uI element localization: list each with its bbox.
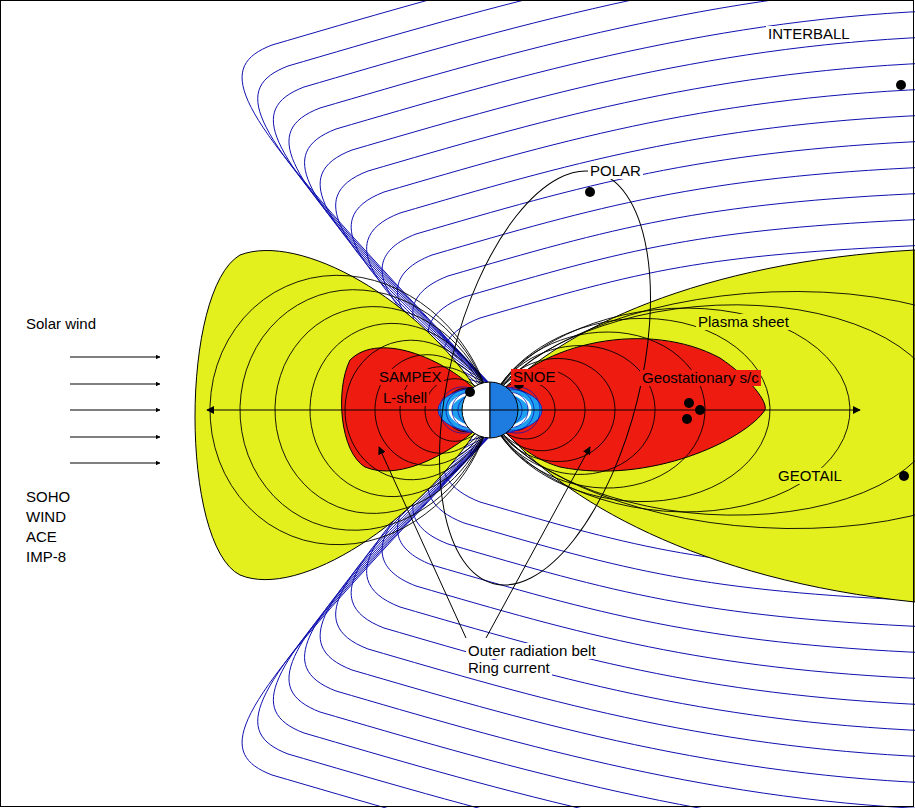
diagram-label: Geostationary s/c	[640, 370, 761, 386]
belt-leader-lines	[379, 447, 590, 638]
diagram-label: INTERBALL	[766, 26, 852, 42]
diagram-label: WIND	[24, 509, 68, 525]
solar-wind-arrows	[70, 357, 160, 463]
diagram-label: Ring current	[466, 660, 552, 676]
diagram-label: Outer radiation belt	[466, 643, 598, 659]
diagram-label: L-shell	[381, 390, 429, 406]
open-field-lines	[242, 0, 915, 808]
diagram-label: GEOTAIL	[776, 468, 844, 484]
diagram-label: POLAR	[588, 163, 643, 179]
diagram-label: Plasma sheet	[696, 314, 791, 330]
diagram-label: SOHO	[24, 489, 72, 505]
spacecraft-dots	[465, 80, 909, 481]
l-shell-axis	[207, 410, 860, 411]
diagram-label: ACE	[24, 529, 59, 545]
diagram-label: Solar wind	[24, 316, 98, 332]
diagram-label: SAMPEX	[377, 369, 444, 385]
diagram-label: SNOE	[511, 369, 558, 385]
diagram-label: IMP-8	[24, 549, 68, 565]
